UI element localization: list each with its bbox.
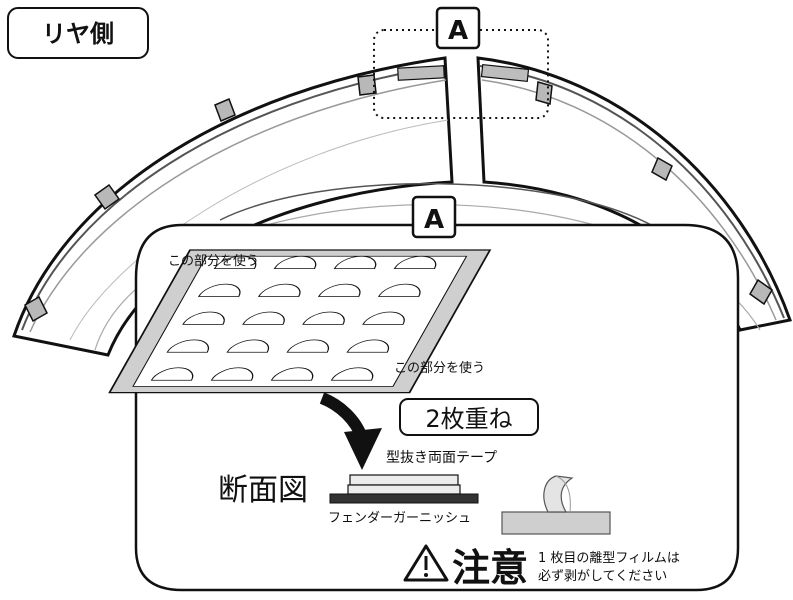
mounting-clips: [24, 74, 773, 323]
tape-sheet: [108, 249, 492, 394]
curved-arrow-icon: [319, 392, 382, 470]
caution-line-2: 必ず剥がしてください: [538, 569, 667, 584]
cross-section-figure: [329, 474, 479, 504]
die-cut-shapes: [150, 255, 437, 381]
warning-triangle-icon: [403, 544, 449, 582]
callout-detail-letter: A: [424, 205, 444, 235]
side-label: リヤ側: [42, 20, 114, 48]
side-label-box: リヤ側: [7, 7, 149, 59]
tape-strip-right: [480, 63, 530, 83]
callout-dotted-box: [373, 29, 549, 119]
two-layers-badge: 2枚重ね: [399, 398, 539, 436]
callout-detail-badge: A: [411, 195, 457, 239]
use-part-label-1: この部分を使う: [168, 253, 259, 269]
caution-line-1: 1 枚目の離型フィルムは: [538, 551, 680, 566]
callout-top-letter: A: [448, 16, 468, 46]
caution-word: 注意: [452, 546, 528, 590]
tape-label: 型抜き両面テープ: [386, 450, 497, 466]
garnish-label: フェンダーガーニッシュ: [328, 511, 471, 526]
callout-top-badge: A: [435, 6, 481, 50]
peeling-film-icon: [501, 475, 611, 535]
section-label: 断面図: [218, 473, 308, 508]
tape-strip-left: [397, 65, 445, 81]
use-part-label-2: この部分を使う: [394, 360, 485, 376]
two-layers-label: 2枚重ね: [425, 405, 512, 433]
